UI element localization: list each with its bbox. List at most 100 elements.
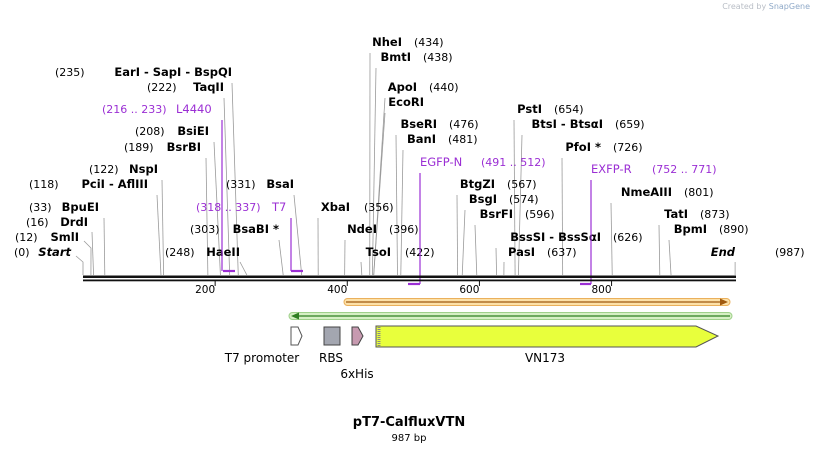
primer-range-l4440: (216 .. 233) [102,103,167,116]
plasmid-name: pT7-CalfluxVTN [352,415,466,430]
site-position-bmti: (438) [423,51,453,64]
site-position-bpmi: (890) [719,223,749,236]
primer-label-egfp-n[interactable]: EGFP-N [420,155,462,169]
feature-6xhis[interactable] [351,326,364,346]
site-label-nspi[interactable]: NspI [129,162,158,176]
site-label-bsai[interactable]: BsaI [266,177,294,191]
site-label-eari-sapi-bspqi[interactable]: EarI - SapI - BspQI [114,65,232,79]
primer-range-t7: (318 .. 337) [196,201,261,214]
primers: L4440 (216 .. 233) T7 (318 .. 337) EGFP-N (49… [102,102,717,286]
site-line-psti [513,119,516,276]
site-position-xbai: (356) [364,201,394,214]
feature-vn173[interactable] [375,325,720,348]
primer-label-l4440[interactable]: L4440 [176,102,212,116]
feature-label-t7-promoter: T7 promoter [224,351,300,365]
site-label-bani[interactable]: BanI [407,132,436,146]
site-label-haeii[interactable]: HaeII [206,245,240,259]
site-position-bsai: (331) [226,178,256,191]
site-position-start: (0) [14,246,30,259]
site-line-start [75,255,84,275]
site-position-pfoi: (726) [613,141,643,154]
site-line-tati [658,224,661,276]
site-position-btgzi: (567) [507,178,537,191]
primer-range-egfp-n: (491 .. 512) [481,156,546,169]
site-label-bmti[interactable]: BmtI [380,50,411,64]
site-label-psti[interactable]: PstI [517,102,542,116]
site-position-nmeaiii: (801) [684,186,714,199]
site-line-eari-sapi-bspqi [231,82,239,276]
site-position-bsiei: (208) [135,125,165,138]
snapgene-watermark: Created by SnapGene [722,2,810,11]
primer-label-exfp-r[interactable]: EXFP-R [591,162,632,176]
site-line-haeii [239,261,248,276]
site-line-nmeaiii [610,202,613,276]
site-label-bsabi[interactable]: BsaBI * [233,222,279,236]
axis-tick-label-800: 800 [592,284,612,296]
site-label-drdi[interactable]: DrdI [60,215,88,229]
site-label-pfoi[interactable]: PfoI * [565,140,601,154]
site-line-btgzi [456,194,459,276]
site-position-eari-sapi-bspqi: (235) [55,66,85,79]
site-line-bsrfi [474,224,478,276]
site-line-smli [83,240,92,276]
site-position-apoi: (440) [429,81,459,94]
site-label-nmeaiii[interactable]: NmeAIII [621,185,672,199]
site-label-pasi[interactable]: PasI [508,245,535,259]
site-label-taqii[interactable]: TaqII [193,80,224,94]
site-position-pasi: (637) [547,246,577,259]
site-label-bpmi[interactable]: BpmI [674,222,707,236]
axis-tick-label-400: 400 [327,284,347,296]
site-position-bsrbi: (189) [124,141,154,154]
site-label-apoi[interactable]: ApoI [388,80,417,94]
site-label-btgzi[interactable]: BtgZI [460,177,495,191]
site-label-tati[interactable]: TatI [664,207,688,221]
site-label-bsiei[interactable]: BsiEI [177,124,209,138]
axis-tick-label-600: 600 [459,284,479,296]
site-line-bsrbi [205,157,209,276]
site-label-btsi-bts-i[interactable]: BtsI - BtsαI [532,117,603,131]
feature-t7-promoter[interactable] [290,326,303,346]
site-position-haeii: (248) [165,246,195,259]
site-label-bsrfi[interactable]: BsrFI [480,207,513,221]
site-line-taqii [223,97,231,276]
site-line-bsssi-bsss-i [495,247,497,276]
backbone-top-line [83,275,736,278]
site-label-smli[interactable]: SmlI [51,230,80,244]
site-position-pcii-afliii: (118) [29,178,59,191]
site-line-pcii-afliii [156,194,162,276]
site-label-bsssi-bsss-i[interactable]: BssSI - BssSαI [510,230,601,244]
site-line-btsi-bts-i [518,134,523,276]
feature-label-6xhis: 6xHis [340,367,373,381]
site-line-bpuei [103,217,106,276]
site-label-pcii-afliii[interactable]: PciI - AflIII [81,177,148,191]
watermark-prefix: Created by [722,2,767,11]
site-label-bsgi[interactable]: BsgI [469,192,497,206]
site-position-end: (987) [775,246,805,259]
primer-label-t7[interactable]: T7 [271,200,286,214]
site-label-bseri[interactable]: BseRI [400,117,437,131]
site-label-ecori[interactable]: EcoRI [388,95,424,109]
feature-label-rbs: RBS [319,351,343,365]
site-label-bsrbi[interactable]: BsrBI [167,140,201,154]
feature-label-vn173: VN173 [525,351,565,365]
site-label-ndei[interactable]: NdeI [347,222,377,236]
site-label-tsoi[interactable]: TsoI [366,245,391,259]
site-position-nhei: (434) [414,36,444,49]
site-label-nhei[interactable]: NheI [372,35,402,49]
site-position-nspi: (122) [89,163,119,176]
site-label-start[interactable]: Start [38,245,71,259]
site-line-tsoi [360,261,363,276]
site-line-bsabi [278,239,284,276]
backbone-bottom-line [83,279,736,282]
site-position-psti: (654) [554,103,584,116]
site-position-taqii: (222) [147,81,177,94]
feature-rbs[interactable] [323,326,341,346]
site-label-end[interactable]: End [711,245,736,259]
site-labels: Start(0)SmlI(12)DrdI(16)BpuEI(33)PciI - … [14,35,805,259]
orf-forward [343,298,731,306]
site-label-bpuei[interactable]: BpuEI [62,200,99,214]
site-position-bsssi-bsss-i: (626) [613,231,643,244]
site-label-xbai[interactable]: XbaI [321,200,350,214]
